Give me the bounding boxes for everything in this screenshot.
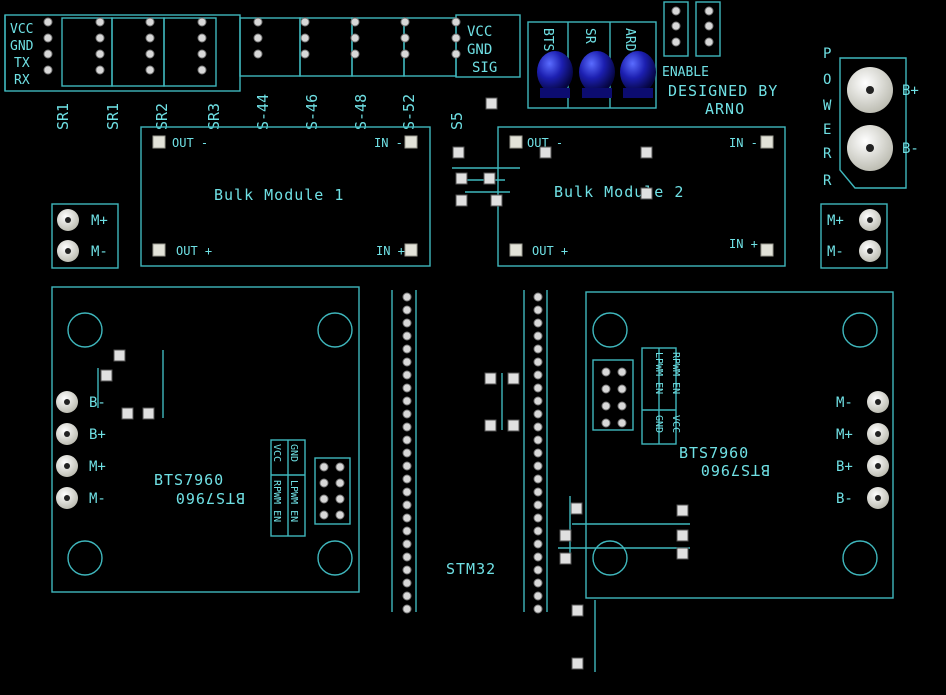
motor-right-label-plus: M+ <box>827 213 844 229</box>
bts-right-label-b-minus: B- <box>836 491 853 507</box>
enable-jumper-block: ENABLE <box>662 1 721 80</box>
motor-right-label-minus: M- <box>827 244 844 260</box>
label-s52: S-52 <box>400 94 418 130</box>
label-sr1-b: SR1 <box>104 103 122 130</box>
bts-right-label-b-plus: B+ <box>836 459 853 475</box>
led-indicator-block: BTS SR ARD <box>527 21 657 109</box>
center-vias <box>452 97 653 207</box>
bulk2-in-plus: IN + <box>729 237 758 251</box>
bts-right-title: BTS7960 <box>679 444 749 462</box>
pin-column-9 <box>451 17 461 59</box>
bts-left-label-m-plus: M+ <box>89 459 106 475</box>
pin-column-8 <box>400 17 410 59</box>
pin-column-1 <box>43 17 53 75</box>
label-s44: S-44 <box>254 94 272 130</box>
power-letter-1: P <box>823 46 831 62</box>
pin-column-2 <box>95 17 105 75</box>
header-pins <box>43 17 461 75</box>
pin-column-7 <box>350 17 360 59</box>
led-label-sr: SR <box>582 28 597 44</box>
label-s46: S-46 <box>303 94 321 130</box>
lower-traces <box>558 496 690 672</box>
bts-right-label-m-plus: M+ <box>836 427 853 443</box>
servo-label-sig: SIG <box>472 60 497 76</box>
stm32-left-header-pins <box>402 292 412 614</box>
led-label-bts: BTS <box>540 28 555 51</box>
motor-left-label-minus: M- <box>91 244 108 260</box>
label-s48: S-48 <box>352 94 370 130</box>
power-label-b-minus: B- <box>902 141 919 157</box>
uart-label-vcc: VCC <box>10 22 33 37</box>
bts-left-label-b-minus: B- <box>89 395 106 411</box>
bulk1-in-minus: IN - <box>374 136 403 150</box>
led-ard-icon <box>620 51 656 98</box>
pin-column-4 <box>197 17 207 75</box>
power-letter-5: R <box>823 146 832 162</box>
bts-left-label-b-plus: B+ <box>89 427 106 443</box>
power-letter-3: W <box>823 98 832 114</box>
bts-right-ctrl-gnd: GND <box>653 415 664 433</box>
stm32-right-header-pins <box>533 292 543 614</box>
bulk1-title: Bulk Module 1 <box>214 186 344 204</box>
servo-label-vcc: VCC <box>467 24 492 40</box>
bts-right-label-m-minus: M- <box>836 395 853 411</box>
motor-terminal-right: M+ M- <box>820 203 888 269</box>
bts-left-ctrl-vcc: VCC <box>271 444 282 462</box>
bts-left-ctrl-rpwm-en: RPWM EN <box>271 480 282 522</box>
bulk2-out-plus: OUT + <box>532 244 568 258</box>
designer-credit-line1: DESIGNED BY <box>668 82 778 100</box>
power-letter-6: R <box>823 173 832 189</box>
bulk2-out-minus: OUT - <box>527 136 563 150</box>
pin-column-6 <box>300 17 310 59</box>
bulk1-out-plus: OUT + <box>176 244 212 258</box>
bulk1-in-plus: IN + <box>376 244 405 258</box>
label-s5: S5 <box>448 112 466 130</box>
stm32-label: STM32 <box>446 560 496 578</box>
label-sr3: SR3 <box>205 103 223 130</box>
bulk2-title: Bulk Module 2 <box>554 183 684 201</box>
bts-left-ctrl-lpwm-en: LPWM EN <box>288 480 299 522</box>
bts7960-module-left: B- B+ M+ M- BTS7960 BTS7960 VCC GND RPWM… <box>51 286 360 593</box>
uart-label-tx: TX <box>14 56 30 71</box>
label-sr2: SR2 <box>153 103 171 130</box>
bts-left-ctrl-gnd: GND <box>288 444 299 462</box>
bts-right-ctrl-rpwm-en: RPWM EN <box>670 352 681 394</box>
header-channel-labels: SR1 SR1 SR2 SR3 S-44 S-46 S-48 S-52 S5 <box>54 94 466 130</box>
bts-right-title-mirrored: BTS7960 <box>700 461 770 479</box>
power-label-b-plus: B+ <box>902 83 919 99</box>
bts-left-title: BTS7960 <box>154 471 224 489</box>
motor-terminal-left: M+ M- <box>51 203 119 269</box>
uart-label-gnd: GND <box>10 39 34 54</box>
bts7960-module-right: LPWM EN RPWM EN GND VCC BTS7960 BTS7960 … <box>585 291 894 599</box>
power-connector: P O W E R R B+ B- <box>823 46 919 189</box>
bulk2-in-minus: IN - <box>729 136 758 150</box>
led-label-ard: ARD <box>622 28 637 52</box>
led-bts-icon <box>537 51 573 98</box>
servo-label-gnd: GND <box>467 42 492 58</box>
bts-right-ctrl-vcc: VCC <box>670 415 681 433</box>
pin-column-3 <box>145 17 155 75</box>
enable-label: ENABLE <box>662 65 709 80</box>
power-letter-4: E <box>823 122 831 138</box>
led-sr-icon <box>579 51 615 98</box>
bts-left-label-m-minus: M- <box>89 491 106 507</box>
uart-header: VCC GND TX RX VCC GND SIG <box>4 14 521 92</box>
stm32-module: STM32 <box>391 290 548 614</box>
designer-credit-line2: ARNO <box>705 100 745 118</box>
label-sr1-a: SR1 <box>54 103 72 130</box>
uart-label-rx: RX <box>14 73 30 88</box>
pin-column-5 <box>253 17 263 59</box>
bulk1-out-minus: OUT - <box>172 136 208 150</box>
bts-left-title-mirrored: BTS7960 <box>175 489 245 507</box>
bulk-module-1: OUT - IN - OUT + IN + Bulk Module 1 <box>140 126 431 267</box>
bts-right-ctrl-lpwm-en: LPWM EN <box>653 352 664 394</box>
power-letter-2: O <box>823 72 831 88</box>
motor-left-label-plus: M+ <box>91 213 108 229</box>
